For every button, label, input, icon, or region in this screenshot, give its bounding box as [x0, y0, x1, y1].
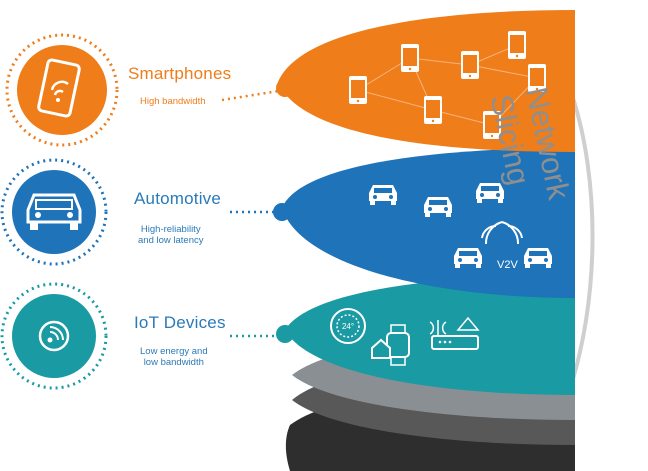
- connector-dot-smartphones: [276, 79, 294, 97]
- media-phone-icon: [424, 96, 442, 124]
- automotive-subtitle-line-1: High-reliability: [140, 224, 201, 235]
- automotive-subtitle: High-reliability and low latency: [138, 224, 203, 246]
- automotive-title: Automotive: [134, 189, 222, 208]
- iot-devices-subtitle: Low energy and low bandwidth: [140, 346, 208, 368]
- smartphone-wifi-icon: [5, 33, 119, 147]
- shopping-cart-phone-icon: [401, 44, 419, 72]
- mail-phone-icon: [461, 51, 479, 79]
- v2v-signal-icon: [481, 221, 523, 245]
- connector-dot-automotive: [273, 203, 291, 221]
- music-phone-icon: [508, 31, 526, 59]
- iot-devices-title: IoT Devices: [134, 313, 226, 332]
- iot-subtitle-line-1: Low energy and: [140, 346, 208, 357]
- connector-smartphones: [221, 88, 286, 102]
- wireless-signal-icon: [0, 282, 108, 390]
- smart-home-watch-icon: [371, 324, 410, 366]
- v2v-label: V2V: [497, 259, 518, 271]
- iot-subtitle-line-2: low bandwidth: [143, 357, 204, 368]
- thermostat-icon: 24°: [330, 308, 366, 344]
- smartphones-subtitle-line: High bandwidth: [140, 96, 206, 107]
- layer-automotive: [282, 148, 575, 298]
- svg-text:24°: 24°: [342, 322, 354, 331]
- smartphones-title: Smartphones: [128, 64, 232, 83]
- layer-iot: [285, 275, 575, 395]
- smartphones-subtitle: High bandwidth: [140, 96, 206, 107]
- slicing-arc: [566, 94, 595, 396]
- car-icon: [0, 158, 108, 266]
- video-phone-icon: [349, 76, 367, 104]
- connector-dot-iot: [276, 325, 294, 343]
- wifi-router-icon: [429, 316, 480, 350]
- automotive-subtitle-line-2: and low latency: [138, 235, 204, 246]
